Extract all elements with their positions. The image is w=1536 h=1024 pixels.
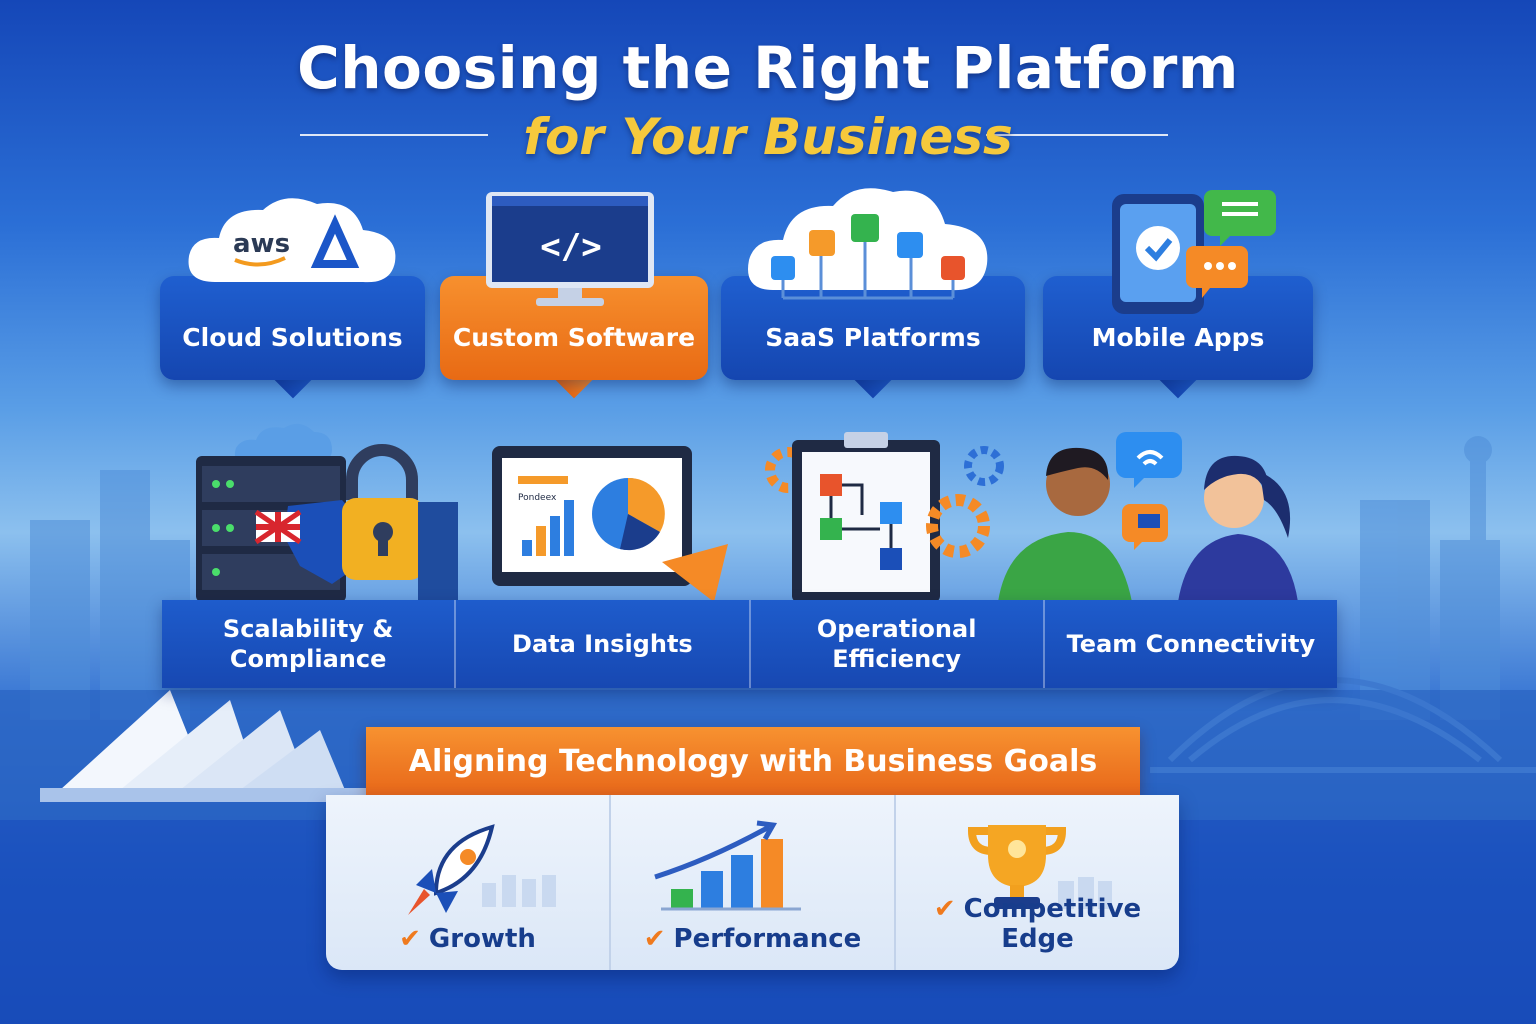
benefit-scalability-compliance[interactable]: Scalability & Compliance — [162, 600, 457, 688]
opera-house-icon — [40, 690, 370, 802]
result-growth[interactable]: ✔Growth — [326, 795, 611, 970]
banner-label: Aligning Technology with Business Goals — [408, 743, 1098, 779]
analytics-dashboard-icon: Pondeex — [492, 446, 728, 602]
chart-caption: Pondeex — [518, 493, 557, 503]
title-divider-left — [300, 134, 488, 136]
benefit-label-line1: Scalability & — [222, 615, 394, 643]
benefit-label-line2: Efficiency — [832, 645, 962, 673]
trophy-icon — [967, 825, 1112, 909]
result-competitive-edge[interactable]: ✔Competitive Edge — [896, 795, 1179, 970]
result-label: ✔Growth — [399, 924, 536, 954]
platform-card-saas-platforms[interactable]: SaaS Platforms — [721, 276, 1025, 399]
result-label: ✔Performance — [643, 924, 862, 954]
platform-label: Mobile Apps — [1091, 323, 1265, 352]
benefit-label-line2: Compliance — [229, 645, 387, 673]
benefit-label: Data Insights — [512, 630, 693, 658]
title-divider-right — [986, 134, 1168, 136]
platform-card-cloud-solutions[interactable]: Cloud Solutions — [160, 276, 425, 399]
result-label: ✔Competitive Edge — [933, 894, 1142, 954]
workflow-gears-icon — [765, 432, 1004, 602]
rocket-icon — [408, 824, 556, 915]
cloud-aws-icon: aws — [188, 198, 396, 283]
benefit-team-connectivity[interactable]: Team Connectivity — [1045, 600, 1337, 688]
team-collaboration-icon — [998, 432, 1298, 602]
growth-chart-icon — [654, 820, 801, 911]
check-icon: ✔ — [933, 894, 956, 924]
platform-card-custom-software[interactable]: Custom Software — [440, 276, 708, 399]
code-monitor-icon: </> — [486, 192, 654, 306]
benefit-data-insights[interactable]: Data Insights — [456, 600, 751, 688]
page-subtitle: for Your Business — [523, 108, 1013, 166]
benefit-label: Team Connectivity — [1066, 630, 1316, 658]
code-symbol-text: </> — [540, 227, 601, 267]
benefit-label-line1: Operational — [816, 615, 977, 643]
benefit-operational-efficiency[interactable]: Operational Efficiency — [751, 600, 1045, 688]
page-title: Choosing the Right Platform — [297, 34, 1239, 102]
secure-server-icon — [196, 423, 458, 602]
alignment-banner: Aligning Technology with Business Goals — [366, 727, 1140, 795]
aws-logo-text: aws — [233, 229, 290, 259]
results-panel: ✔Growth ✔Performance ✔Competitive Edge — [326, 795, 1179, 970]
platform-label: Custom Software — [452, 323, 696, 352]
check-icon: ✔ — [643, 924, 666, 954]
check-icon: ✔ — [399, 924, 421, 954]
result-performance[interactable]: ✔Performance — [611, 795, 896, 970]
mobile-chat-icon — [1112, 190, 1276, 314]
benefits-bar: Scalability & Compliance Data Insights O… — [162, 600, 1337, 688]
platform-label: Cloud Solutions — [182, 323, 403, 352]
platform-label: SaaS Platforms — [765, 323, 981, 352]
saas-cloud-icon — [748, 188, 988, 300]
